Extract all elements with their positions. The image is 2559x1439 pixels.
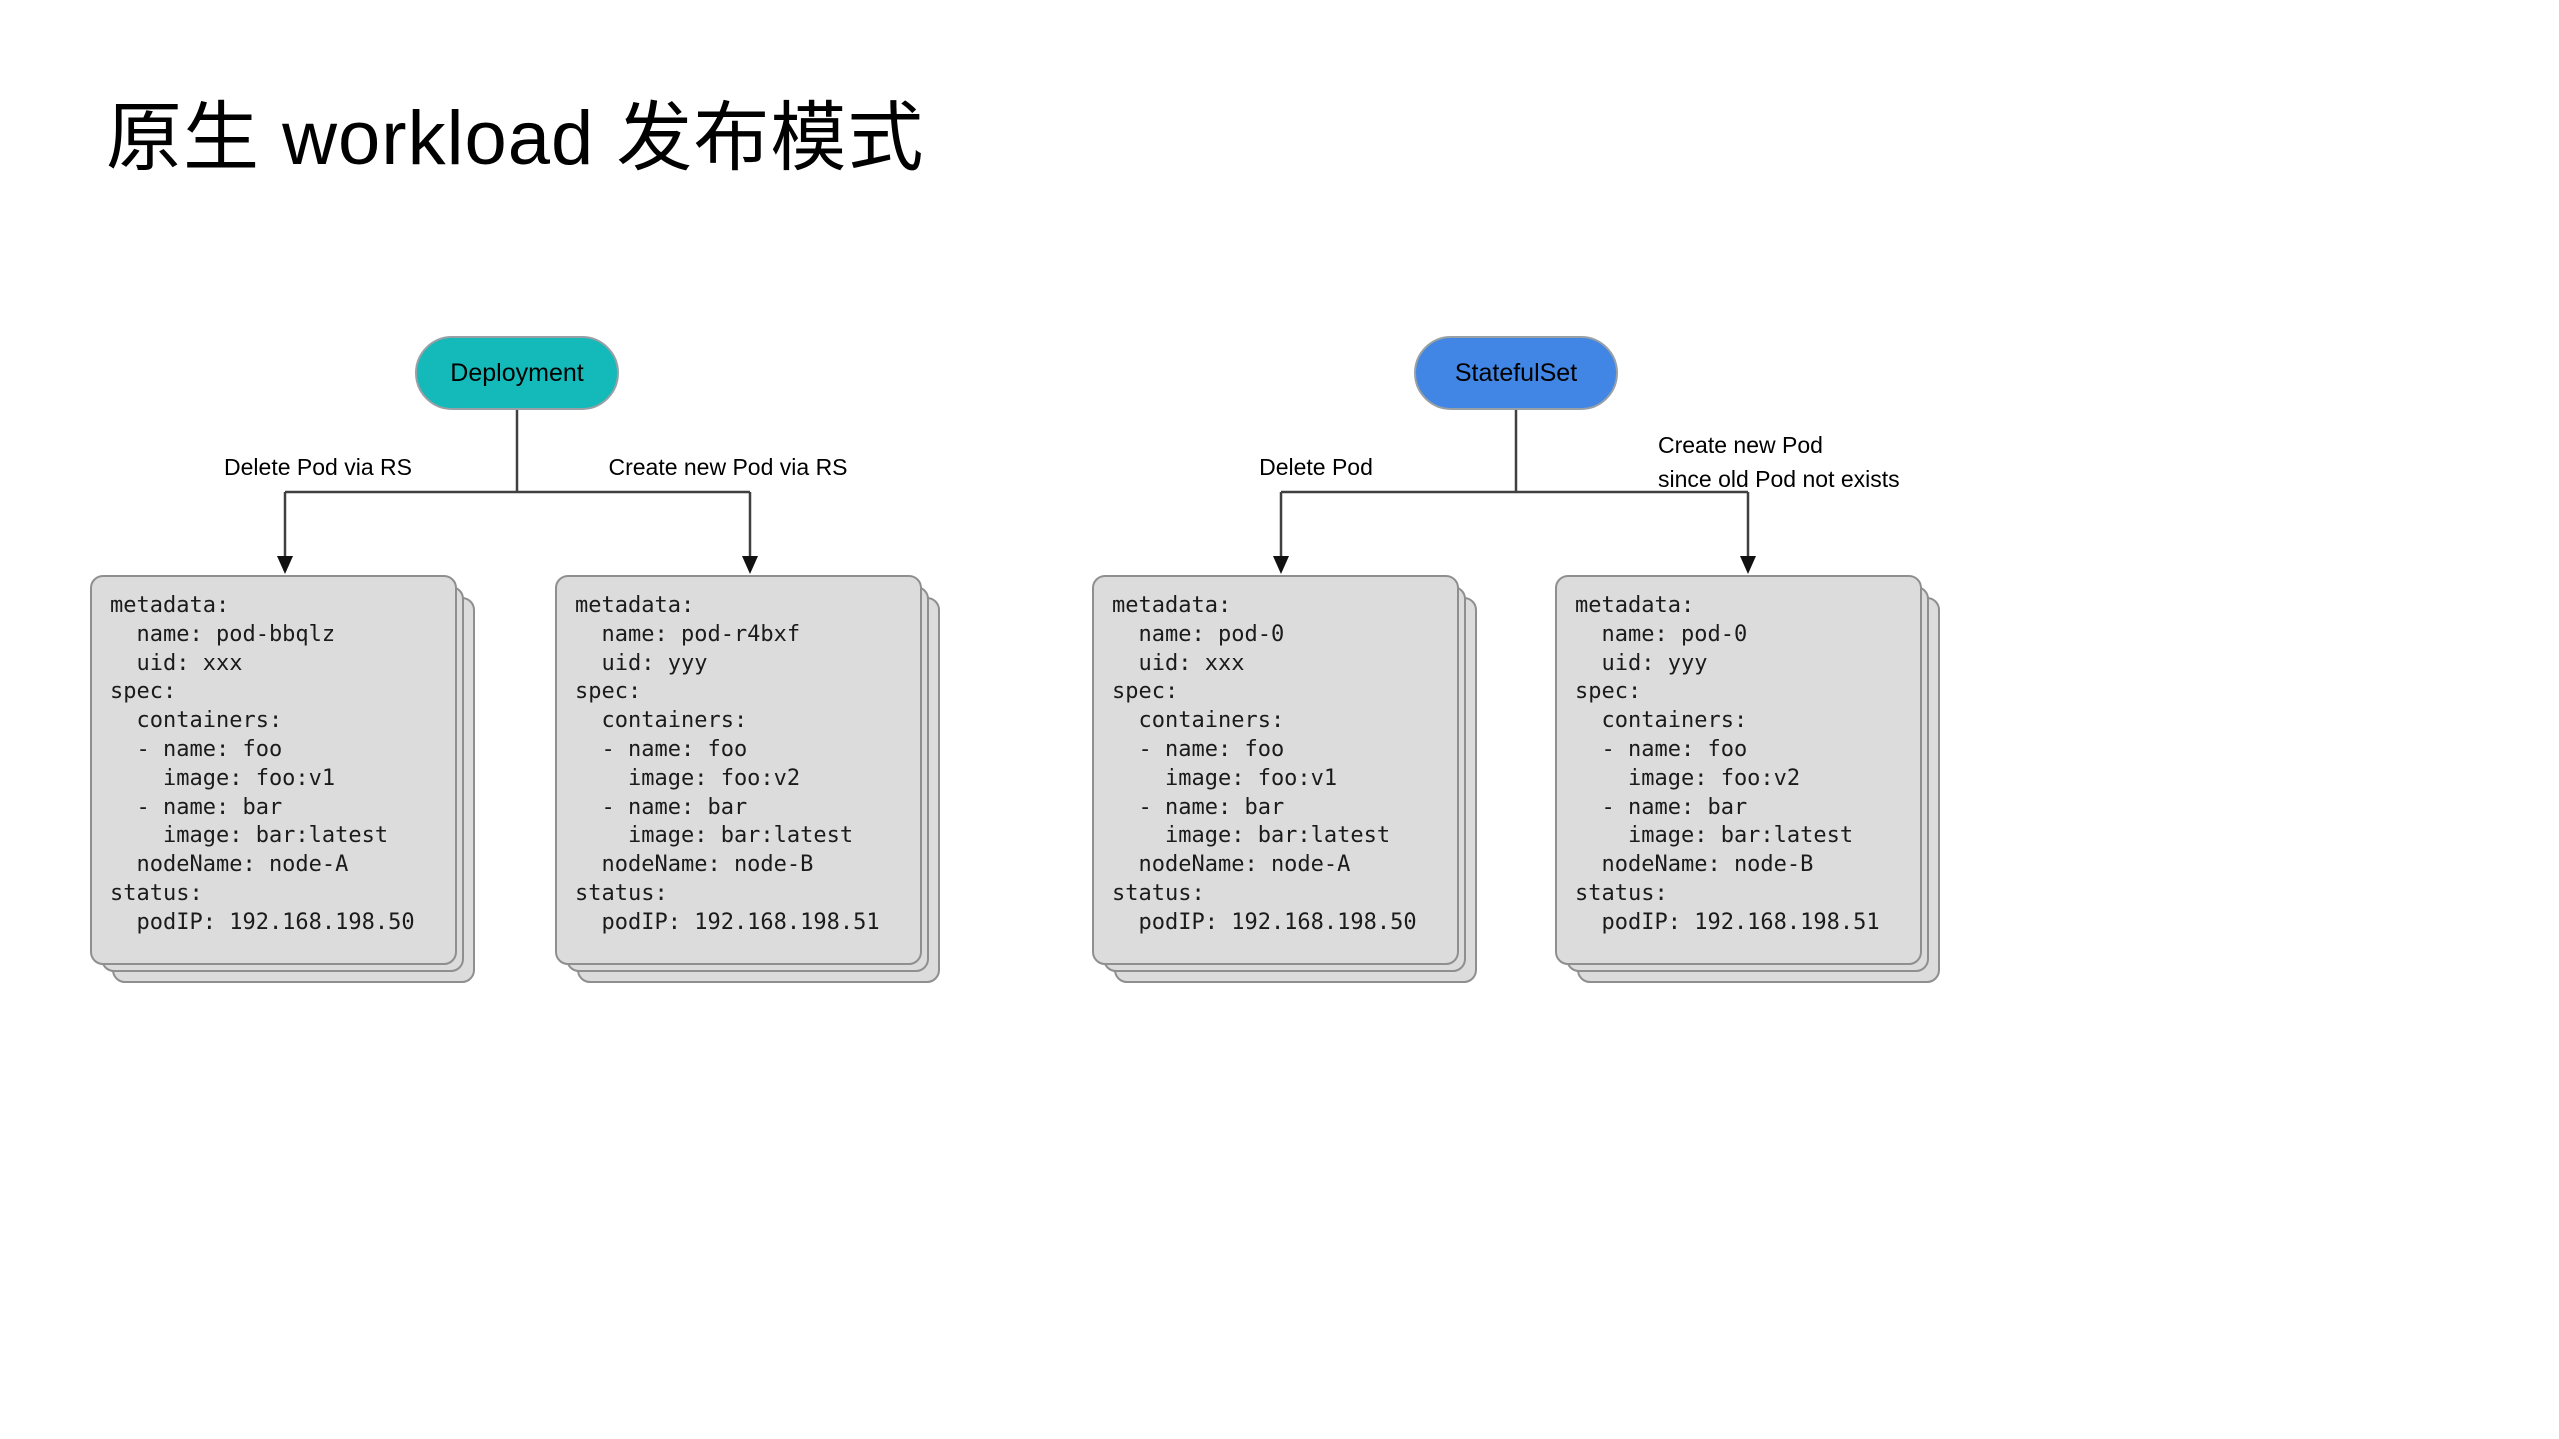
pod-card-r4bxf: metadata: name: pod-r4bxf uid: yyy spec:…: [555, 575, 940, 983]
node-deployment: Deployment: [415, 336, 619, 410]
pod-card-pod0-new: metadata: name: pod-0 uid: yyy spec: con…: [1555, 575, 1940, 983]
pod-yaml: metadata: name: pod-r4bxf uid: yyy spec:…: [575, 593, 880, 935]
edge-label-line: Delete Pod: [1259, 454, 1373, 480]
edge-label-create-new-pod-via-rs: Create new Pod via RS: [608, 450, 847, 484]
edge-label-line: Delete Pod via RS: [224, 454, 412, 480]
pod-yaml: metadata: name: pod-bbqlz uid: xxx spec:…: [110, 593, 415, 935]
pod-yaml: metadata: name: pod-0 uid: xxx spec: con…: [1112, 593, 1417, 935]
edge-label-delete-pod: Delete Pod: [1259, 450, 1373, 484]
pod-card-bbqlz: metadata: name: pod-bbqlz uid: xxx spec:…: [90, 575, 475, 983]
edge-label-line: Create new Pod via RS: [608, 454, 848, 480]
pod-card-pod0-old: metadata: name: pod-0 uid: xxx spec: con…: [1092, 575, 1477, 983]
node-statefulset: StatefulSet: [1414, 336, 1618, 410]
edge-label-line: since old Pod not exists: [1658, 466, 1900, 492]
edge-label-delete-pod-via-rs: Delete Pod via RS: [224, 450, 412, 484]
deployment-connectors: [277, 410, 758, 574]
edge-label-line: Create new Pod: [1658, 432, 1823, 458]
pod-yaml: metadata: name: pod-0 uid: yyy spec: con…: [1575, 593, 1880, 935]
page-title: 原生 workload 发布模式: [106, 96, 925, 181]
edge-label-create-new-pod: Create new Pod since old Pod not exists: [1658, 428, 1900, 496]
